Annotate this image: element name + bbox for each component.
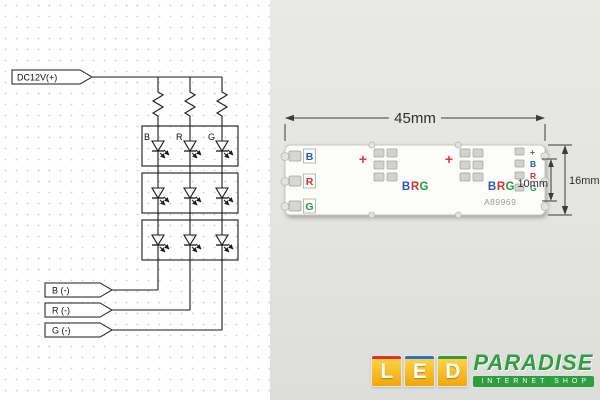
led-module-box-3 (141, 219, 239, 261)
brg-r: R (411, 181, 420, 193)
brg-g: G (506, 181, 515, 193)
right-pad-label-r: R (530, 171, 536, 181)
led-symbol (216, 141, 233, 158)
led-symbol (216, 188, 233, 205)
output-flag-b: B (-) (44, 282, 113, 298)
dimension-width-45mm: 45mm (284, 110, 546, 141)
power-flag-dc12v: DC12V(+) (11, 69, 93, 85)
schematic-panel: B R G DC12V(+) B (-) R (-) G (-) (0, 0, 270, 400)
product-photo-panel: 45mm (270, 0, 600, 400)
logo-block-l: L (371, 355, 403, 387)
led-symbol (152, 235, 169, 252)
resistor-column-red (112, 77, 197, 311)
brg-b: B (402, 181, 410, 193)
brg-g: G (420, 181, 429, 193)
led-symbol (184, 235, 201, 252)
dimension-inner-10mm: 10mm (517, 158, 557, 202)
plus-mark-1: + (359, 151, 367, 167)
logo-led-blocks: L E D (371, 355, 469, 387)
dimension-height-16mm: 16mm (548, 144, 600, 216)
led-symbol (216, 235, 233, 252)
output-flag-r: R (-) (44, 302, 113, 318)
led-symbol (152, 141, 169, 158)
brg-r: R (497, 181, 506, 193)
logo-led-paradise: L E D PARADISE INTERNET SHOP (371, 352, 594, 387)
solder-pads-left: B R G (288, 148, 316, 214)
part-number: A89969 (484, 197, 516, 207)
pad-label-g: G (305, 201, 313, 213)
circuit-schematic: B R G DC12V(+) B (-) R (-) G (-) (11, 69, 239, 338)
led-symbol (184, 188, 201, 205)
channel-label-r: R (176, 132, 183, 142)
logo-block-d: D (437, 355, 469, 387)
logo-block-e: E (404, 355, 436, 387)
led-module-box-1 (141, 125, 239, 167)
logo-tagline: INTERNET SHOP (473, 376, 594, 387)
power-flag-label: DC12V(+) (17, 73, 57, 83)
right-pad-label-g: G (530, 183, 537, 193)
dimension-height-label: 16mm (569, 175, 600, 187)
output-flag-g: G (-) (44, 322, 113, 338)
output-flag-g-label: G (-) (52, 326, 71, 336)
brg-silkscreen-2: B R G (488, 181, 515, 193)
plus-mark-2: + (445, 151, 453, 167)
brg-silkscreen-1: B R G (402, 181, 429, 193)
led-symbol (152, 188, 169, 205)
solder-pads-right: + B R G (514, 147, 537, 193)
resistor-column-blue (112, 77, 165, 291)
pad-label-b: B (306, 151, 314, 163)
solder-pad-cluster-1 (373, 148, 398, 182)
output-flag-b-label: B (-) (52, 286, 70, 296)
channel-label-g: G (208, 132, 215, 142)
right-pad-label-b: B (530, 159, 536, 169)
logo-name: PARADISE (473, 350, 594, 375)
led-module-box-2 (141, 172, 239, 214)
brg-b: B (488, 181, 496, 193)
dimension-inner-label: 10mm (517, 178, 548, 190)
solder-pad-cluster-2 (459, 148, 484, 182)
right-pad-label-plus: + (530, 147, 535, 157)
dimension-width-label: 45mm (394, 110, 436, 127)
output-flag-r-label: R (-) (52, 306, 70, 316)
led-symbol (184, 141, 201, 158)
pad-label-r: R (306, 176, 314, 188)
pcb-photo: 45mm (280, 110, 600, 219)
resistor-column-green (112, 77, 229, 331)
channel-label-b: B (144, 132, 150, 142)
